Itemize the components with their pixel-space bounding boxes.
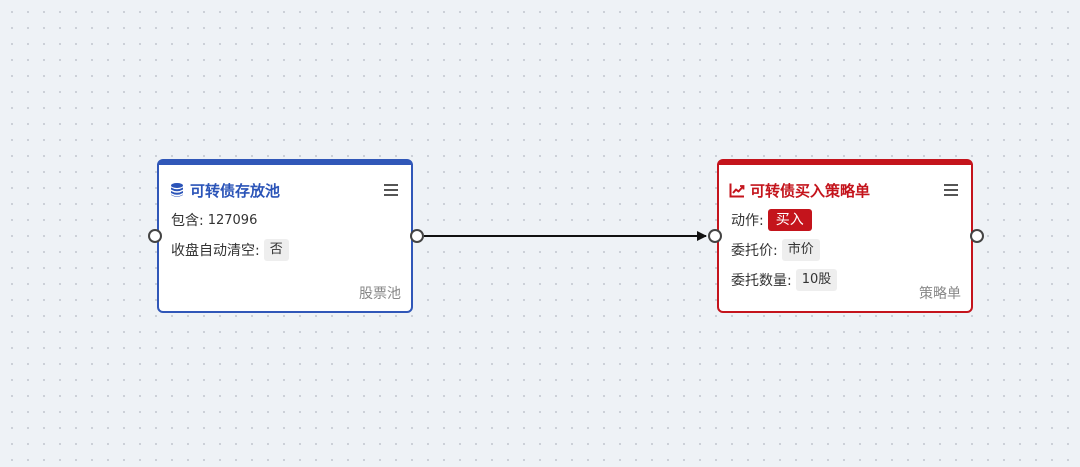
node-convertible-bond-pool[interactable]: 可转债存放池 包含: 127096 收盘自动清空: 否 股票池 <box>157 159 413 313</box>
action-label: 动作: <box>731 213 764 229</box>
node-type-label: 股票池 <box>359 286 401 302</box>
pool-output-port[interactable] <box>410 229 424 243</box>
quantity-row: 委托数量: 10股 <box>731 268 838 292</box>
contains-value: 127096 <box>207 212 258 228</box>
pool-input-port[interactable] <box>148 229 162 243</box>
order-output-port[interactable] <box>970 229 984 243</box>
auto-clear-label: 收盘自动清空: <box>171 243 260 259</box>
node-header: 可转债存放池 <box>169 179 401 201</box>
database-icon <box>169 182 185 198</box>
order-input-port[interactable] <box>708 229 722 243</box>
menu-icon[interactable] <box>943 182 959 198</box>
chart-line-icon <box>729 182 745 198</box>
contains-label: 包含: <box>171 213 204 229</box>
quantity-value: 10股 <box>795 269 838 291</box>
quantity-label: 委托数量: <box>731 273 792 289</box>
node-type-label: 策略单 <box>919 286 961 302</box>
price-row: 委托价: 市价 <box>731 238 820 262</box>
node-header: 可转债买入策略单 <box>729 179 961 201</box>
action-row: 动作: 买入 <box>731 208 812 232</box>
node-title: 可转债买入策略单 <box>750 181 871 200</box>
action-value-badge: 买入 <box>767 209 812 231</box>
price-value: 市价 <box>781 239 820 261</box>
auto-clear-row: 收盘自动清空: 否 <box>171 238 289 262</box>
price-label: 委托价: <box>731 243 778 259</box>
menu-icon[interactable] <box>383 182 399 198</box>
node-title: 可转债存放池 <box>190 181 281 200</box>
contains-row: 包含: 127096 <box>171 208 257 232</box>
auto-clear-value: 否 <box>263 239 289 261</box>
node-convertible-bond-buy-order[interactable]: 可转债买入策略单 动作: 买入 委托价: 市价 委托数量: 10股 策略单 <box>717 159 973 313</box>
